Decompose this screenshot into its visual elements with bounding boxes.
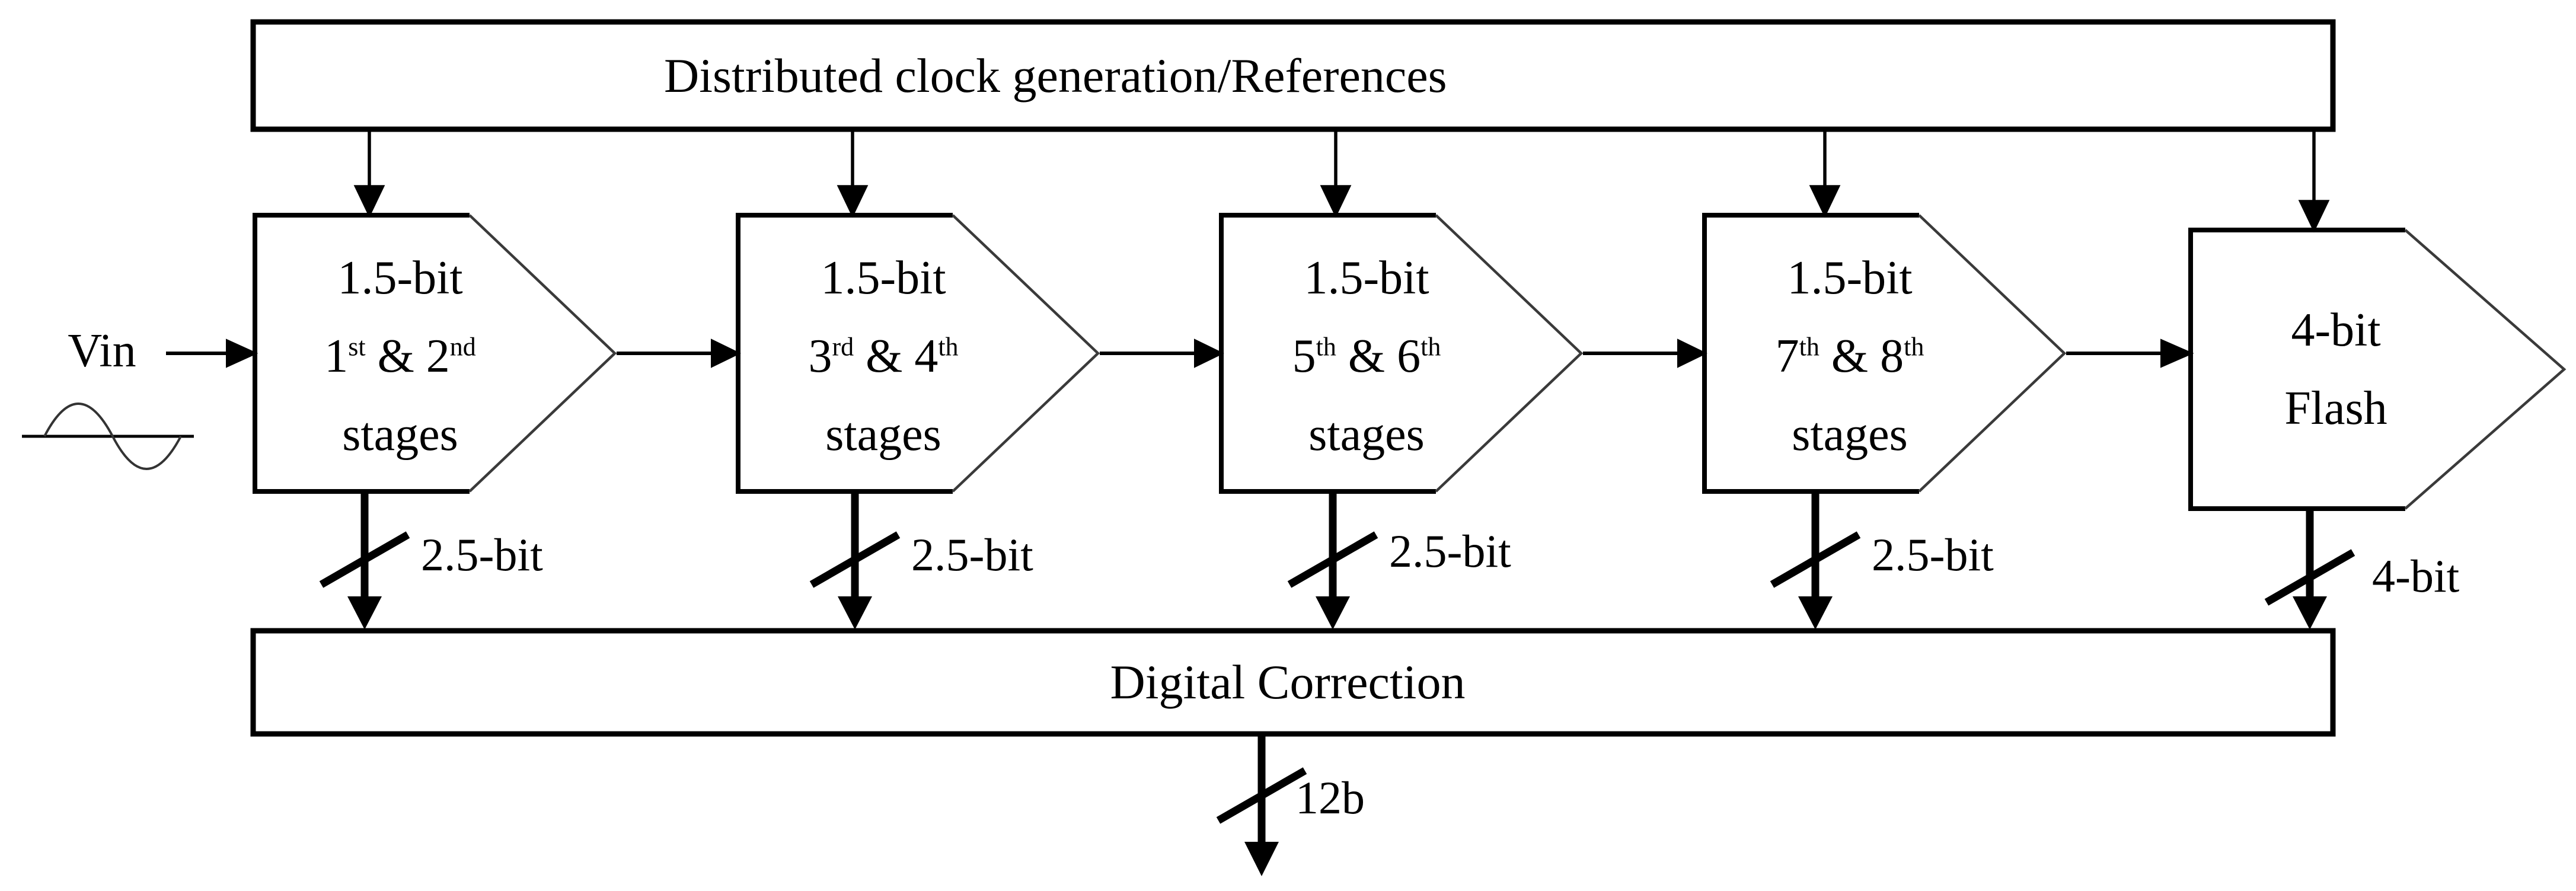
clock-box-label: Distributed clock generation/References	[664, 49, 1447, 103]
bus-slash-5	[2264, 549, 2355, 606]
bus-slash-12b	[1216, 767, 1307, 824]
stage-1-line3: stages	[342, 408, 458, 461]
bus-slash-4	[1770, 531, 1861, 588]
stage-2-label: 1.5-bit 3rd & 4th stages	[738, 239, 1029, 474]
stage-2-line3: stages	[825, 408, 941, 461]
clock-arrow-3	[1320, 132, 1352, 218]
clock-arrow-4	[1809, 132, 1841, 218]
interstage-arrow-1	[617, 338, 741, 368]
interstage-arrow-4	[2066, 338, 2194, 368]
stage-3-label: 1.5-bit 5th & 6th stages	[1221, 239, 1512, 474]
bus-label-2: 2.5-bit	[911, 529, 1033, 580]
clock-arrow-2	[837, 132, 869, 218]
vin-arrow	[166, 338, 258, 368]
stage-1-line1: 1.5-bit	[337, 252, 463, 304]
clock-arrows	[353, 132, 2330, 233]
digital-correction-label: Digital Correction	[1110, 655, 1466, 709]
flash-line2: Flash	[2284, 382, 2387, 435]
bus-label-flash: 4-bit	[2372, 550, 2460, 602]
digital-correction-box	[250, 628, 2336, 737]
flash-output-bus	[2264, 509, 2355, 630]
interstage-arrow-3	[1583, 338, 1707, 368]
sine-wave-icon	[22, 403, 194, 470]
interstage-arrow-2	[1100, 338, 1224, 368]
flash-block	[2188, 228, 2567, 511]
clock-arrow-1	[353, 132, 385, 218]
bus-label-4: 2.5-bit	[1872, 529, 1994, 580]
stage-3-line2: 5th & 6th	[1292, 330, 1441, 382]
stage-output-bus-2	[809, 491, 901, 630]
flash-label: 4-bit Flash	[2191, 291, 2481, 448]
stage-output-bus-3	[1287, 494, 1378, 630]
stage-4-line3: stages	[1792, 408, 1908, 461]
stage-3-line1: 1.5-bit	[1304, 252, 1429, 304]
stage-output-bus-4	[1770, 491, 1861, 630]
bus-slash-3	[1287, 531, 1378, 588]
bus-slash-2	[809, 531, 901, 588]
stage-3-line3: stages	[1308, 408, 1425, 461]
bus-label-1: 2.5-bit	[421, 529, 543, 580]
interstage-arrows	[617, 338, 2194, 368]
stage-4-line1: 1.5-bit	[1787, 252, 1913, 304]
clock-generation-box	[250, 19, 2336, 132]
stage-4-line2: 7th & 8th	[1775, 330, 1924, 382]
stage-1-label: 1.5-bit 1st & 2nd stages	[255, 239, 545, 474]
stage-output-bus-1	[319, 491, 410, 630]
output-buses	[319, 491, 2355, 630]
stage-2-line1: 1.5-bit	[821, 252, 946, 304]
stage-2-line2: 3rd & 4th	[808, 330, 959, 382]
stage-1-line2: 1st & 2nd	[324, 330, 476, 382]
clock-arrow-5	[2298, 132, 2330, 233]
bus-slash-1	[319, 531, 410, 588]
flash-line1: 4-bit	[2291, 304, 2381, 356]
stage-4-label: 1.5-bit 7th & 8th stages	[1704, 239, 1995, 474]
output-bus-label: 12b	[1295, 772, 1365, 823]
adc-output-bus	[1216, 736, 1307, 876]
vin-label: Vin	[68, 325, 136, 377]
bus-label-3: 2.5-bit	[1389, 525, 1511, 577]
